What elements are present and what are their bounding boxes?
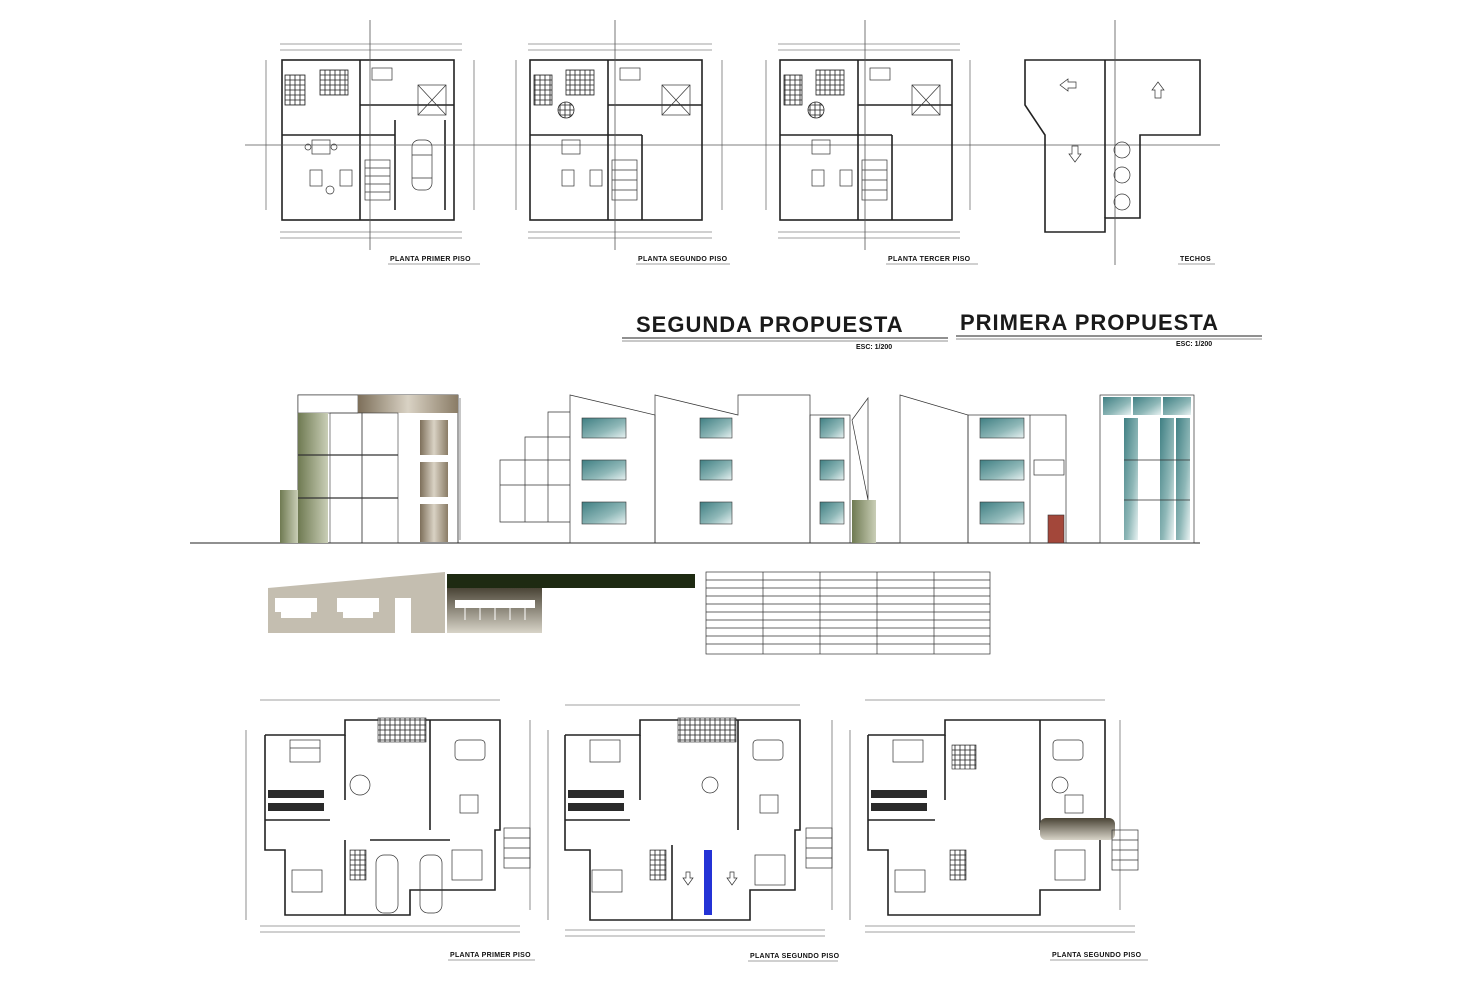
arrow-down-icon xyxy=(726,871,738,886)
title-primera-propuesta: PRIMERA PROPUESTA xyxy=(960,310,1219,335)
section-details-row xyxy=(268,571,991,655)
top-plan-2-label: PLANTA SEGUNDO PISO xyxy=(638,256,728,263)
top-plan-third-floor: PLANTA TERCER PISO xyxy=(765,20,978,265)
roof-plan: TECHOS xyxy=(1024,20,1215,265)
bottom-plan-second-floor: PLANTA SEGUNDO PISO xyxy=(547,704,840,962)
top-plan-3-label: PLANTA TERCER PISO xyxy=(888,256,971,263)
bottom-plan-second-floor-alt: PLANTA SEGUNDO PISO xyxy=(849,699,1148,961)
top-plan-second-floor: PLANTA SEGUNDO PISO xyxy=(515,20,730,265)
arrow-up-icon xyxy=(1151,81,1165,99)
elevation-far-right-glass xyxy=(1099,394,1195,544)
scale-label-segunda: ESC: 1/200 xyxy=(856,344,892,351)
bottom-plan-3-label: PLANTA SEGUNDO PISO xyxy=(1052,952,1142,959)
title-block: SEGUNDA PROPUESTA ESC: 1/200 PRIMERA PRO… xyxy=(622,310,1262,351)
scale-label-primera: ESC: 1/200 xyxy=(1176,341,1212,348)
bottom-plan-first-floor: PLANTA PRIMER PISO xyxy=(245,699,535,961)
top-plan-1-label: PLANTA PRIMER PISO xyxy=(390,256,471,263)
arrow-down-icon xyxy=(1068,145,1082,163)
elevation-middle xyxy=(499,394,876,544)
elevation-left-colored xyxy=(280,394,461,544)
elevations-row xyxy=(190,394,1200,544)
elevation-right xyxy=(899,394,1067,544)
arrow-left-icon xyxy=(1059,78,1077,92)
bottom-plan-2-label: PLANTA SEGUNDO PISO xyxy=(750,953,840,960)
bottom-plan-1-label: PLANTA PRIMER PISO xyxy=(450,952,531,959)
title-segunda-propuesta: SEGUNDA PROPUESTA xyxy=(636,312,904,337)
arrow-down-icon xyxy=(682,871,694,886)
roof-plan-label: TECHOS xyxy=(1180,256,1211,263)
top-plan-first-floor: PLANTA PRIMER PISO xyxy=(245,20,1220,265)
